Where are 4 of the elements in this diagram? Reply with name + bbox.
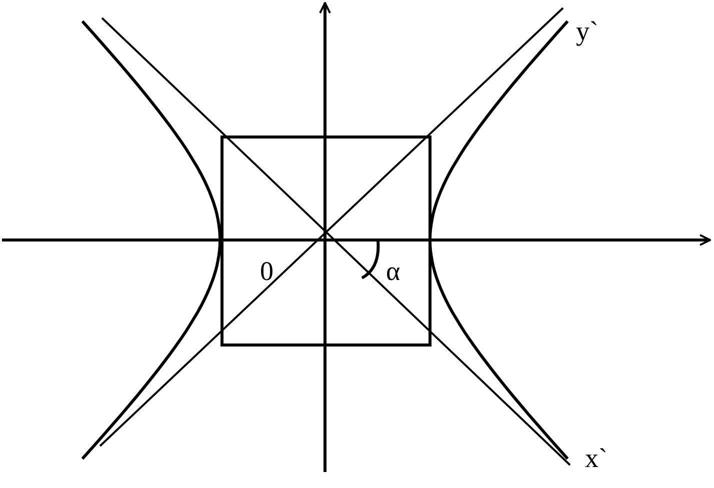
axis-label: x` [585,445,608,472]
axis-label: y` [576,18,598,45]
axis-label: α [386,258,400,285]
axis-label: 0 [260,258,274,285]
